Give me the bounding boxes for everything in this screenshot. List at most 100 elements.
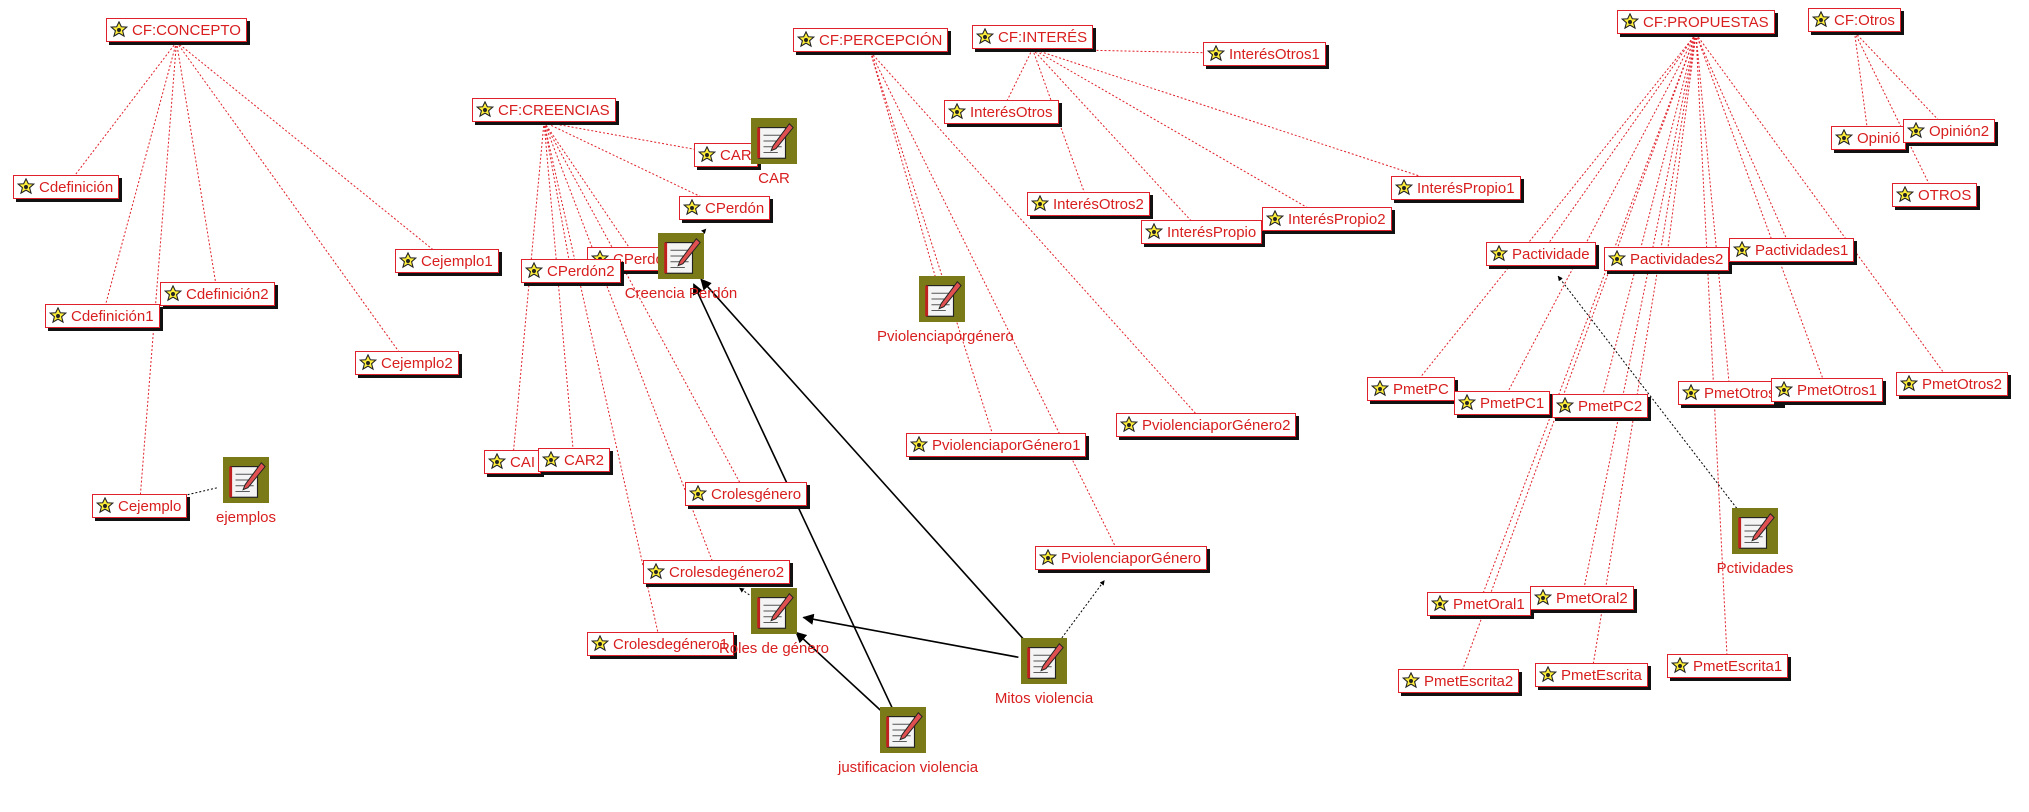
code-node-cdefinicion1[interactable]: Cdefinición1: [45, 304, 160, 328]
relation-arrow-m_justif-m_roles: [795, 631, 885, 714]
dotted-link-cf_propuestas-pactividades2: [1666, 33, 1697, 260]
code-label: Cejemplo1: [421, 252, 493, 270]
memo-node-m_pviol[interactable]: Pviolenciaporgénero: [877, 276, 1014, 345]
code-node-car[interactable]: CAR: [694, 143, 758, 167]
star-code-icon: [1207, 45, 1229, 63]
code-label: PmetOral1: [1453, 595, 1525, 613]
code-node-cperdon[interactable]: CPerdón: [679, 196, 771, 220]
code-node-pmetotros2[interactable]: PmetOtros2: [1896, 372, 2009, 396]
code-node-cejemplo1[interactable]: Cejemplo1: [395, 249, 499, 273]
dotted-link-cf_creencias-car: [543, 121, 727, 156]
star-code-icon: [1539, 666, 1561, 684]
star-code-icon: [542, 451, 564, 469]
code-label: PmetEscrita: [1561, 666, 1642, 684]
memo-link-m_mitos-pvg: [1061, 580, 1105, 639]
dotted-link-cf_creencias-car1: [512, 121, 545, 463]
code-node-interesotros2[interactable]: InterésOtros2: [1027, 192, 1150, 216]
star-code-icon: [1266, 210, 1288, 228]
code-node-car2[interactable]: CAR2: [538, 448, 611, 472]
star-code-icon: [1395, 179, 1417, 197]
dotted-link-cf_interes-interespropio2: [1032, 48, 1328, 220]
star-code-icon: [1490, 245, 1512, 263]
code-node-interesotros1[interactable]: InterésOtros1: [1203, 42, 1326, 66]
code-node-pvg1[interactable]: PviolenciaporGénero1: [906, 433, 1087, 457]
code-node-crolesdegenero2[interactable]: Crolesdegénero2: [643, 560, 791, 584]
memo-node-m_creencia[interactable]: Creencia Perdón: [616, 233, 746, 302]
code-node-cperdon2[interactable]: CPerdón2: [521, 259, 621, 283]
code-node-interespropio1[interactable]: InterésPropio1: [1391, 176, 1521, 200]
memo-node-m_car[interactable]: CAR: [709, 118, 839, 187]
code-node-pmetpc1[interactable]: PmetPC1: [1454, 391, 1551, 415]
code-node-crolesdegenero1[interactable]: Crolesdegénero1: [587, 632, 735, 656]
memo-link-m_pact-pactividades: [1557, 275, 1738, 509]
code-node-pactividades2[interactable]: Pactividades2: [1604, 247, 1730, 271]
star-code-icon: [1431, 595, 1453, 613]
code-node-cejemplo[interactable]: Cejemplo: [92, 494, 188, 518]
dotted-link-cf_creencias-crolesgenero: [543, 121, 747, 495]
memo-node-m_pact[interactable]: Pctividades: [1690, 508, 1820, 577]
dotted-link-cf_creencias-crolesdegenero1: [543, 121, 661, 645]
star-code-icon: [488, 453, 510, 471]
memo-node-m_ejemplos[interactable]: ejemplos: [181, 457, 311, 526]
code-node-cf_interes[interactable]: CF:INTERÉS: [972, 25, 1094, 49]
code-node-car1[interactable]: CAI: [484, 450, 542, 474]
code-node-pmetescrita[interactable]: PmetEscrita: [1535, 663, 1648, 687]
star-code-icon: [797, 31, 819, 49]
code-node-otros[interactable]: OTROS: [1892, 183, 1978, 207]
code-node-cf_concepto[interactable]: CF:CONCEPTO: [106, 18, 247, 42]
code-node-interespropio[interactable]: InterésPropio: [1141, 220, 1263, 244]
memo-node-m_mitos[interactable]: Mitos violencia: [979, 638, 1109, 707]
code-node-interespropio2[interactable]: InterésPropio2: [1262, 207, 1392, 231]
code-node-cdefinicion2[interactable]: Cdefinición2: [160, 282, 275, 306]
code-node-pmetpc2[interactable]: PmetPC2: [1552, 394, 1649, 418]
code-node-pmetotros[interactable]: PmetOtros: [1678, 381, 1782, 405]
code-label: PmetPC1: [1480, 394, 1545, 412]
code-node-pvg2[interactable]: PviolenciaporGénero2: [1116, 413, 1297, 437]
code-node-pactividades[interactable]: Pactividade: [1486, 242, 1596, 266]
code-node-cf_percepcion[interactable]: CF:PERCEPCIÓN: [793, 28, 949, 52]
star-code-icon: [525, 262, 547, 280]
dotted-link-cf_interes-interespropio1: [1032, 48, 1457, 189]
code-node-interesotros[interactable]: InterésOtros: [944, 100, 1059, 124]
memo-node-m_roles[interactable]: Roles de género: [709, 588, 839, 657]
code-label: PmetOtros2: [1922, 375, 2003, 393]
code-node-pmetoral1[interactable]: PmetOral1: [1427, 592, 1531, 616]
memo-node-m_justif[interactable]: justificacion violencia: [838, 707, 978, 776]
relation-arrow-m_mitos-m_roles: [802, 613, 1019, 659]
code-node-opinion2[interactable]: Opinión2: [1903, 119, 1996, 143]
star-code-icon: [96, 497, 118, 515]
dotted-link-cf_concepto-cdefinicion1: [102, 41, 177, 317]
code-node-cejemplo2[interactable]: Cejemplo2: [355, 351, 459, 375]
code-node-pmetescrita1[interactable]: PmetEscrita1: [1667, 654, 1789, 678]
code-label: CPerdón: [705, 199, 765, 217]
code-node-pmetoral2[interactable]: PmetOral2: [1530, 586, 1634, 610]
dotted-link-cf_interes-interespropio: [1032, 48, 1202, 233]
code-node-pvg[interactable]: PviolenciaporGénero: [1035, 546, 1208, 570]
star-code-icon: [1145, 223, 1167, 241]
memo-label: Creencia Perdón: [624, 285, 738, 302]
star-code-icon: [1031, 195, 1053, 213]
code-node-opinion[interactable]: Opinió: [1831, 126, 1907, 150]
relation-arrow-m_mitos-m_creencia: [700, 278, 1028, 644]
code-label: PviolenciaporGénero2: [1142, 416, 1291, 434]
dotted-link-cf_concepto-cejemplo: [139, 41, 177, 507]
code-label: InterésOtros1: [1229, 45, 1320, 63]
dotted-link-cf_propuestas-pmetescrita1: [1695, 33, 1728, 667]
code-node-pactividades1[interactable]: Pactividades1: [1729, 238, 1855, 262]
memo-label: Mitos violencia: [994, 690, 1094, 707]
code-label: CAR2: [564, 451, 605, 469]
code-node-pmetpc[interactable]: PmetPC: [1367, 377, 1455, 401]
star-code-icon: [1458, 394, 1480, 412]
memo-notebook-icon: [709, 118, 839, 164]
code-node-cdefinicion[interactable]: Cdefinición: [13, 175, 120, 199]
code-node-cf_creencias[interactable]: CF:CREENCIAS: [472, 98, 616, 122]
code-node-pmetescrita2[interactable]: PmetEscrita2: [1398, 669, 1520, 693]
code-label: Cdefinición1: [71, 307, 154, 325]
memo-notebook-icon: [616, 233, 746, 279]
code-label: PmetOtros1: [1797, 381, 1878, 399]
code-node-cf_propuestas[interactable]: CF:PROPUESTAS: [1617, 10, 1775, 34]
code-node-pmetotros1[interactable]: PmetOtros1: [1771, 378, 1884, 402]
code-node-cf_otros[interactable]: CF:Otros: [1808, 8, 1901, 32]
code-node-crolesgenero[interactable]: Crolesgénero: [685, 482, 808, 506]
dotted-link-cf_percepcion-m_pviol: [870, 51, 943, 301]
